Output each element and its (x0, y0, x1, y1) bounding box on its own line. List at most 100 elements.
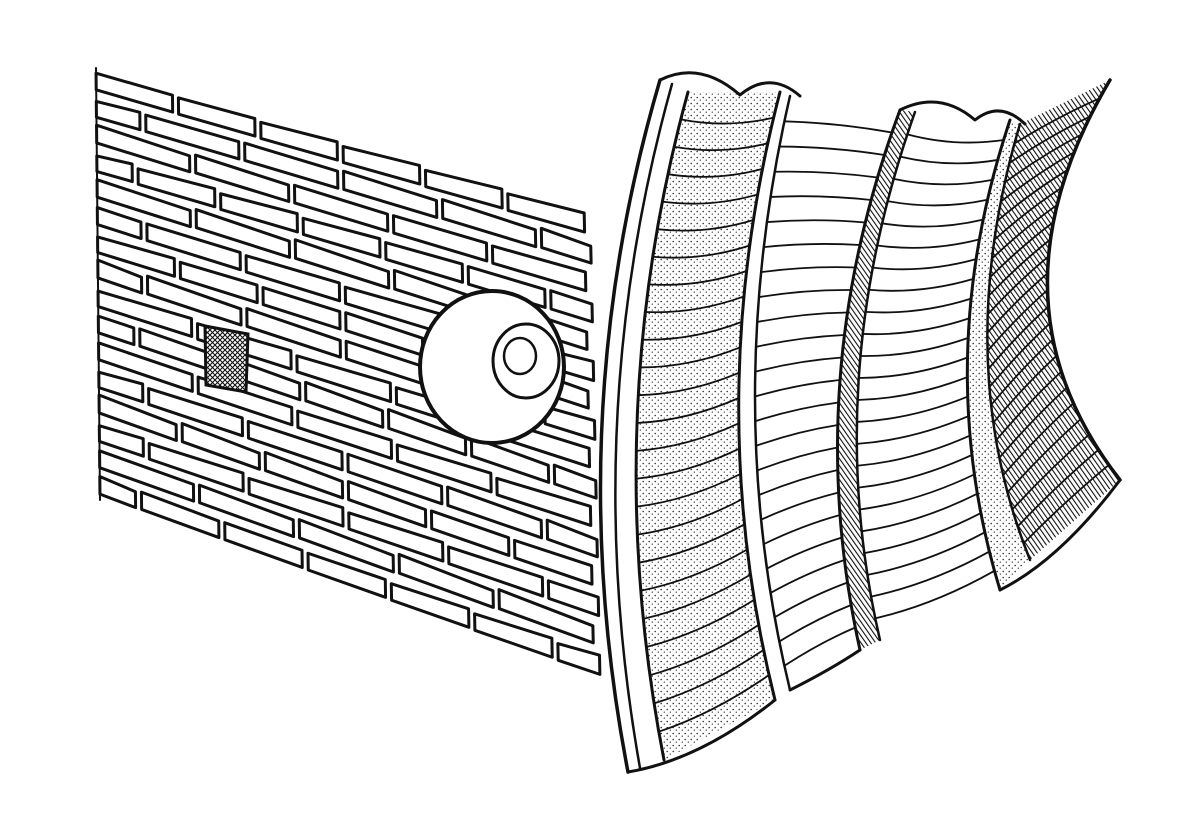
brick (346, 452, 444, 506)
flute-rib (760, 266, 857, 274)
brick (389, 582, 471, 629)
flute-rib (861, 317, 971, 336)
flute-rib (762, 514, 841, 546)
flute-rib (757, 469, 839, 497)
brick (247, 476, 345, 528)
brick (139, 490, 221, 540)
flute-rib (857, 454, 973, 489)
brick (506, 192, 587, 234)
flute-rib (986, 272, 1049, 334)
flute-rib (661, 193, 759, 205)
brick (386, 408, 468, 457)
brick (178, 260, 259, 305)
flute-rib (754, 401, 840, 423)
flute-rib (886, 198, 989, 207)
flute-rib (987, 305, 1050, 371)
flute-rib (649, 623, 760, 677)
brick (395, 443, 493, 494)
brick (549, 289, 594, 324)
flute-rib (856, 376, 969, 401)
flute-rib (859, 336, 970, 357)
flute-rib (636, 397, 740, 424)
flute-rib (641, 320, 743, 341)
brick (147, 442, 245, 493)
flute-rib (1016, 448, 1100, 528)
flute-rib (635, 422, 740, 452)
brick (447, 545, 545, 598)
brick (96, 314, 136, 347)
brick (497, 588, 595, 645)
flute-rib (1002, 402, 1075, 477)
brick (194, 208, 292, 259)
brick (263, 450, 345, 500)
flute-rib (986, 255, 1050, 316)
flute-rib (986, 289, 1049, 352)
flute-rib (754, 379, 841, 398)
flute-rib (993, 186, 1063, 241)
brick (347, 511, 445, 563)
flute-rib (992, 354, 1058, 424)
flute-rib (1011, 433, 1091, 511)
flute-rib (892, 177, 994, 186)
arch-bottom-edge (998, 478, 1122, 592)
brick (197, 483, 296, 539)
brick (423, 168, 504, 210)
flute-rib (651, 244, 751, 259)
flute-rib (657, 674, 770, 733)
brick (95, 154, 134, 184)
flute-rib (756, 446, 839, 472)
brick (429, 509, 511, 557)
brick (384, 241, 465, 284)
brick (293, 238, 391, 290)
flute-rib (990, 338, 1054, 406)
flute-rib (1003, 133, 1083, 184)
flute-rib (636, 498, 744, 536)
brick (545, 518, 599, 559)
flute-rib (755, 334, 846, 348)
brick (136, 167, 217, 209)
brick (490, 244, 588, 293)
brick (440, 198, 538, 249)
flute-rib (783, 626, 857, 667)
brick (304, 380, 385, 429)
flute-rib (988, 322, 1052, 388)
brick (246, 419, 344, 472)
flute-rib (642, 573, 752, 620)
brick (397, 552, 495, 609)
flute-rib (998, 386, 1068, 459)
wall-window-opening (203, 324, 250, 394)
brick (495, 476, 593, 527)
flute-rib (762, 243, 861, 249)
flute-rib (644, 295, 745, 314)
brick (301, 216, 382, 259)
brick (346, 480, 428, 529)
flute-rib (870, 550, 991, 598)
arch-top-edge (898, 100, 1027, 126)
flute-rib (881, 218, 985, 228)
arch-soffit-shade (987, 80, 1120, 560)
flute-rib (863, 512, 982, 555)
flute-rib (637, 523, 746, 564)
flute-shade-3 (967, 120, 1030, 590)
flute-rib (647, 270, 748, 286)
wall-edge (95, 67, 101, 501)
brick (95, 206, 143, 241)
brick (243, 141, 340, 190)
flute-rib (639, 548, 749, 592)
flute-rib (656, 219, 755, 232)
flute-rib (778, 145, 886, 156)
flute-rib (874, 569, 996, 620)
brick (244, 254, 342, 303)
brick (556, 642, 602, 676)
flute-rib (635, 472, 742, 508)
fluted-arch (598, 71, 1122, 774)
flute-rib (996, 169, 1069, 222)
flute-rib (637, 371, 741, 397)
flute-rib (855, 415, 970, 445)
flute-rib (876, 238, 981, 249)
brick (98, 475, 138, 510)
flute-rib (856, 395, 969, 423)
roundel (418, 289, 566, 445)
brick (145, 274, 243, 327)
flute-rib (991, 204, 1059, 260)
